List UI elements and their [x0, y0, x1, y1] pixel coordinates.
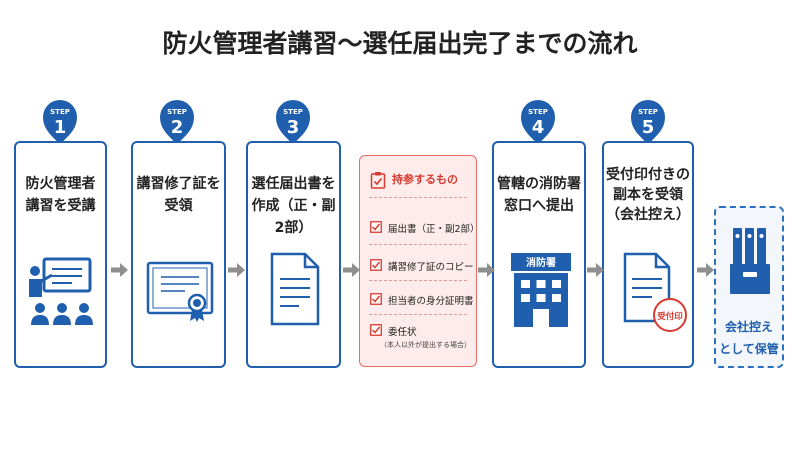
step-badge-1: STEP 1 — [43, 100, 77, 145]
arrow-right-icon — [587, 263, 604, 277]
step-text: 受付印付きの 副本を受領 （会社控え） — [606, 167, 690, 223]
checklist-item-label: 講習修了証のコピー — [388, 262, 474, 273]
step-badge-4: STEP 4 — [521, 100, 555, 145]
step-text: 講習修了証を 受領 — [136, 176, 221, 214]
archive-box: 会社控え として保管 — [714, 206, 784, 368]
checklist-item-label: 担当者の身分証明書 — [388, 296, 474, 307]
archive-text: 会社控え として保管 — [719, 320, 779, 356]
step-label: STEP — [283, 108, 303, 116]
arrow-right-icon — [228, 263, 245, 277]
step-number: 3 — [287, 117, 300, 138]
arrow-right-icon — [697, 263, 714, 277]
divider — [369, 244, 467, 245]
lecture-icon — [29, 257, 93, 325]
step-number: 1 — [54, 117, 67, 138]
divider — [369, 197, 467, 198]
divider — [369, 314, 467, 315]
step-card-4: 管轄の消防署 窓口へ提出 消防署 — [492, 141, 586, 368]
certificate-icon — [146, 261, 214, 322]
checklist-item-label: 届出書（正・副2部） — [388, 224, 480, 235]
page-title: 防火管理者講習〜選任届出完了までの流れ — [162, 29, 638, 58]
checklist-item-label: 委任状 — [388, 327, 417, 338]
stamp-label: 受付印 — [657, 311, 683, 322]
arrow-right-icon — [111, 263, 128, 277]
step-label: STEP — [167, 108, 187, 116]
arrow-right-icon — [343, 263, 360, 277]
step-card-5: 受付印付きの 副本を受領 （会社控え） 受付印 — [602, 141, 694, 368]
step-label: STEP — [528, 108, 548, 116]
clipboard-check-icon — [370, 172, 386, 189]
step-number: 4 — [532, 117, 545, 138]
divider — [369, 280, 467, 281]
step-badge-2: STEP 2 — [160, 100, 194, 145]
step-badge-5: STEP 5 — [631, 100, 665, 145]
stamped-document-icon: 受付印 — [623, 252, 687, 332]
arrow-right-icon — [478, 263, 495, 277]
checklist-note: （本人以外が提出する場合） — [380, 341, 471, 349]
fire-station-icon: 消防署 — [511, 253, 571, 327]
step-text: 管轄の消防署 窓口へ提出 — [497, 176, 581, 214]
step-card-3: 選任届出書を 作成（正・副2部） — [246, 141, 341, 368]
step-text: 選任届出書を 作成（正・副2部） — [251, 176, 336, 236]
step-card-1: 防火管理者 講習を受講 — [14, 141, 107, 368]
step-badge-3: STEP 3 — [276, 100, 310, 145]
checkbox-checked-icon — [370, 221, 382, 233]
step-number: 5 — [642, 117, 655, 138]
binder-box-icon — [730, 228, 770, 294]
step-label: STEP — [638, 108, 658, 116]
step-number: 2 — [171, 117, 184, 138]
step-text: 防火管理者 講習を受講 — [25, 176, 96, 214]
checklist-panel: 持参するもの 届出書（正・副2部） 講習修了証のコピー 担当者の身分証明書 委任… — [359, 155, 480, 367]
checkbox-checked-icon — [370, 259, 382, 271]
step-label: STEP — [50, 108, 70, 116]
checkbox-checked-icon — [370, 293, 382, 305]
checkbox-checked-icon — [370, 324, 382, 336]
document-icon — [270, 252, 320, 326]
building-label: 消防署 — [526, 256, 556, 269]
step-card-2: 講習修了証を 受領 — [131, 141, 226, 368]
checklist-title: 持参するもの — [392, 173, 458, 186]
